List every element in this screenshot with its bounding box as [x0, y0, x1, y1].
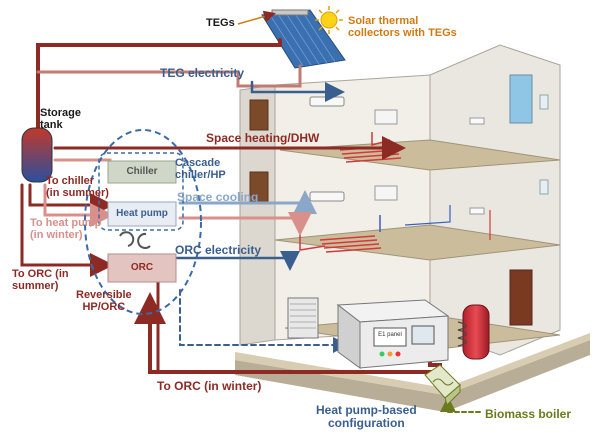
reversible-hp-orc-boundary — [84, 129, 202, 315]
to-orc-winter-label: To ORC (in winter) — [157, 379, 262, 393]
biomass-boiler — [424, 364, 461, 406]
reversible-label: Reversible HP/ORC — [76, 289, 132, 313]
to-heat-pump-label: To heat pump (in winter) — [30, 217, 102, 241]
sun-icon — [315, 6, 343, 34]
cycle-arrows-icon — [119, 231, 151, 249]
panel-label: E1 panel — [378, 332, 402, 338]
heat-pump-config-label: Heat pump-based configuration — [316, 403, 417, 430]
space-cooling-label: Space cooling — [177, 190, 259, 204]
chiller-label: Chiller — [126, 166, 158, 177]
solar-collector — [261, 9, 346, 69]
to-orc-summer-label: To ORC (in summer) — [12, 268, 69, 292]
teg-electricity-label: TEG electricity — [160, 66, 245, 80]
storage-tank — [21, 127, 53, 183]
orc-electricity-label: ORC electricity — [175, 243, 262, 257]
tegs-pointer — [237, 10, 276, 25]
heat-pump-label: Heat pump — [116, 208, 168, 219]
to-chiller-label: To chiller (in summer) — [46, 175, 109, 199]
space-heating-label: Space heating/DHW — [206, 131, 320, 145]
orc-label: ORC — [130, 262, 154, 273]
cascade-label: Cascade chiller/HP — [175, 157, 226, 181]
heat-pump-box — [107, 201, 177, 227]
biomass-boiler-label: Biomass boiler — [485, 407, 572, 421]
storage-tank-label: Storage tank — [40, 107, 81, 131]
control-panel — [336, 299, 450, 369]
chiller-box — [107, 160, 177, 184]
solar-thermal-label: Solar thermal collectors with TEGs — [348, 15, 457, 39]
orc-box — [107, 253, 177, 283]
dhw-tank — [457, 304, 490, 360]
outdoor-unit — [287, 297, 319, 339]
tegs-label: TEGs — [206, 17, 235, 29]
